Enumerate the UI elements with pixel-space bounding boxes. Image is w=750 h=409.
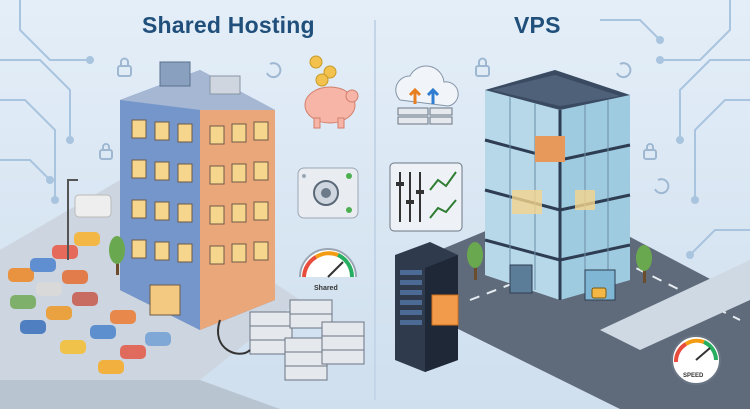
- gauge-icon: [299, 248, 357, 278]
- speed-gauge-label: SPEED: [683, 373, 704, 379]
- shared-gauge-label: Shared: [314, 285, 338, 292]
- server-cluster: [249, 299, 365, 381]
- control-panel-icon: [389, 162, 463, 232]
- cars: [8, 194, 171, 374]
- lock-icon: [99, 57, 657, 160]
- vps-building: [484, 70, 631, 301]
- circuit-nodes: [46, 36, 699, 259]
- piggy-bank-icon: [304, 55, 359, 129]
- control-panel-icon: [297, 167, 359, 219]
- cloud-upload-icon: [395, 65, 459, 125]
- tree: [109, 236, 125, 264]
- shared-hosting-building: [120, 61, 275, 330]
- refresh-icon: [266, 62, 670, 195]
- vps-title: VPS: [514, 12, 561, 38]
- circuit-lines: [0, 0, 750, 256]
- gauge-icon: [671, 335, 721, 385]
- server-rack-icon: [395, 242, 459, 372]
- shared-hosting-title: Shared Hosting: [142, 12, 315, 38]
